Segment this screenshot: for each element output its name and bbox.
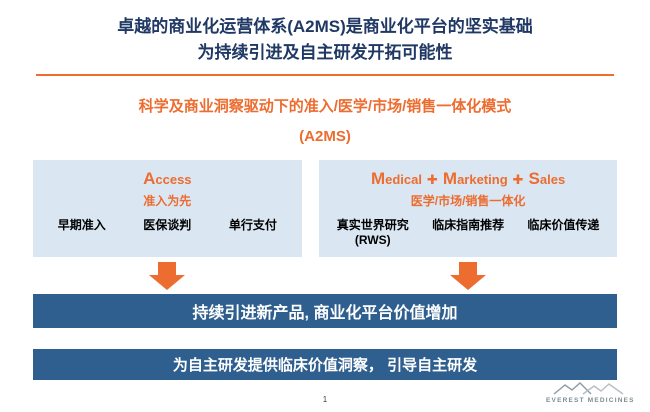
left-arrow-col [33,261,302,290]
banner-new-products: 持续引进新产品, 商业化平台价值增加 [33,293,617,328]
access-box: Access 准入为先 早期准入 医保谈判 单行支付 [33,159,302,257]
title-line1: 卓越的商业化运营体系(A2MS)是商业化平台的坚实基础 [0,14,650,40]
guideline-label: 临床指南推荐 [432,217,505,232]
mms-tagline: 医学/市场/销售一体化 [410,193,526,208]
mms-heading: Medical✚Marketing✚Sales [325,168,611,190]
access-initial: A [143,168,156,188]
access-items: 早期准入 医保谈判 单行支付 [39,218,296,234]
mms-word-sales: Sales [528,168,566,188]
title-line1-pre: 卓越的商业化运营体系 [117,17,288,36]
sales-rest: ales [539,171,566,187]
arrows-row [33,261,617,290]
access-item-early: 早期准入 [57,217,106,232]
medical-initial: M [370,168,386,188]
value-label: 临床价值传递 [527,217,600,232]
title-line2: 为持续引进及自主研发开拓可能性 [197,43,453,63]
title-a2ms: (A2MS) [287,17,346,36]
rws-sub: (RWS) [354,233,391,248]
mms-item-guideline: 临床指南推荐 [432,218,504,234]
title-line1-post: 是商业化平台的坚实基础 [345,17,533,36]
title-divider [36,73,614,76]
right-arrow-col [319,261,617,290]
content-boxes: Access 准入为先 早期准入 医保谈判 单行支付 Medical✚Marke… [33,159,617,257]
access-tagline: 准入为先 [143,193,192,208]
slide-title: 卓越的商业化运营体系(A2MS)是商业化平台的坚实基础 为持续引进及自主研发开拓… [0,14,650,67]
logo-text: EVEREST MEDICINES [546,397,635,404]
mms-word-medical: Medical [370,168,422,188]
plus-icon: ✚ [512,171,524,187]
marketing-rest: arketing [457,171,508,187]
everest-logo: EVEREST MEDICINES [546,381,635,404]
sales-initial: S [528,168,540,188]
mountains-icon [553,382,624,395]
mms-box: Medical✚Marketing✚Sales 医学/市场/销售一体化 真实世界… [319,159,617,257]
mms-items: 真实世界研究(RWS) 临床指南推荐 临床价值传递 [325,218,611,249]
down-arrow-icon [450,261,487,290]
subtitle-line1: 科学及商业洞察驱动下的准入/医学/市场/销售一体化模式 [138,97,512,115]
marketing-initial: M [442,168,458,188]
down-arrow-icon [149,261,186,290]
medical-rest: edical [385,171,422,187]
mms-item-value: 临床价值传递 [527,218,599,234]
page-number: 1 [322,395,328,404]
access-heading: Access [39,168,296,190]
mms-item-rws: 真实世界研究(RWS) [337,218,409,249]
subtitle: 科学及商业洞察驱动下的准入/医学/市场/销售一体化模式 (A2MS) [0,92,650,152]
banner-self-rd: 为自主研发提供临床价值洞察， 引导自主研发 [33,348,617,380]
mms-word-marketing: Marketing [442,168,508,188]
rws-label: 真实世界研究 [336,217,409,232]
access-rest: ccess [155,171,192,187]
access-item-negotiation: 医保谈判 [143,217,192,232]
plus-icon: ✚ [426,171,438,187]
access-item-payment: 单行支付 [228,217,277,232]
subtitle-line2: (A2MS) [299,127,351,145]
